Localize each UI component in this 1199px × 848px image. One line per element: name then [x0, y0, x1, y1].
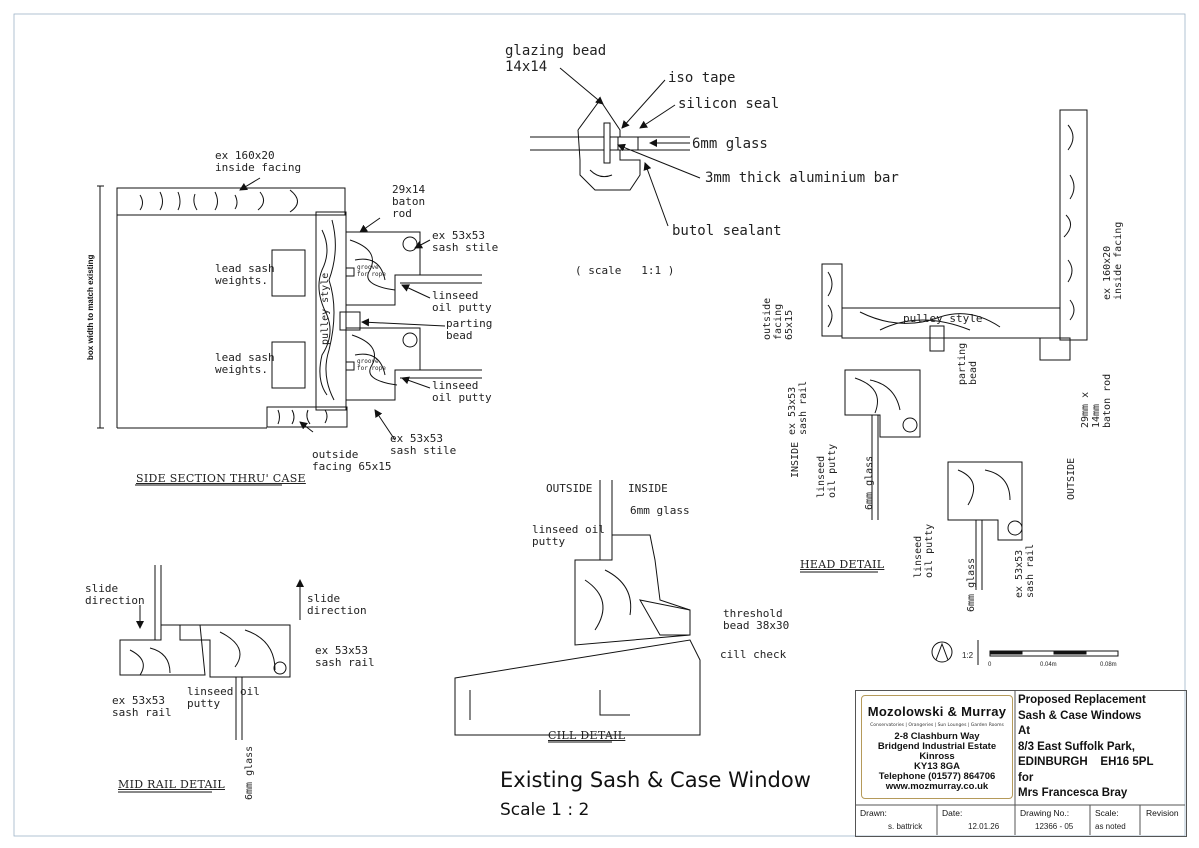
sash-stile-bottom-label: ex 53x53 sash stile	[390, 432, 457, 457]
head-outside-facing-label: outside facing 65x15	[762, 297, 795, 340]
inside-facing-label: ex 160x20 inside facing	[215, 149, 302, 174]
cill-detail	[454, 480, 701, 743]
scale-tick-1: 0.04m	[1040, 662, 1057, 668]
revision-label: Revision	[1146, 808, 1179, 818]
project-description: Proposed Replacement Sash & Case Windows…	[1018, 694, 1154, 799]
glazing-detail	[530, 67, 701, 227]
parting-bead-label: parting bead	[446, 317, 493, 342]
scale-tick-0: 0	[988, 662, 992, 668]
glazing-scale-label: ( scale 1:1 )	[575, 264, 675, 277]
head-parting-bead-label: parting bead	[957, 342, 979, 385]
drawing-title: Existing Sash & Case Window	[500, 768, 811, 792]
company-name: Mozolowski & Murray	[867, 704, 1007, 719]
drawn-value: s. battrick	[888, 822, 923, 831]
scale-cell-value: as noted	[1095, 822, 1126, 831]
sash-stile-top-label: ex 53x53 sash stile	[432, 229, 499, 254]
mid-slide-right-label: slide direction	[307, 592, 367, 617]
cill-threshold-label: threshold bead 38x30	[723, 607, 790, 632]
drawing-no-label: Drawing No.:	[1020, 808, 1070, 818]
linseed-1-label: linseed oil putty	[432, 289, 492, 314]
head-inside-label: INSIDE	[790, 441, 801, 478]
head-inside-facing-label: ex 160x20 inside facing	[1102, 221, 1124, 300]
pulley-style-label: pulley style	[320, 272, 331, 345]
side-section	[97, 177, 482, 486]
groove-2-label: groove for rope	[357, 358, 386, 372]
lead-weights-1-label: lead sash weights.	[215, 262, 275, 287]
silicon-seal-label: silicon seal	[678, 96, 780, 112]
mid-rail-detail	[118, 565, 304, 793]
head-glass-1-label: 6mm glass	[864, 455, 875, 510]
date-label: Date:	[942, 808, 963, 818]
head-sash-rail-2-label: ex 53x53 sash rail	[1014, 543, 1036, 598]
title-block	[855, 690, 1187, 837]
glazing-bead-label: glazing bead 14x14	[505, 43, 607, 75]
lead-weights-2-label: lead sash weights.	[215, 351, 275, 376]
date-value: 12.01.26	[968, 822, 1000, 831]
cill-check-label: cill check	[720, 648, 787, 661]
baton-rod-label: 29x14 baton rod	[392, 183, 426, 220]
glazing-glass-label: 6mm glass	[692, 136, 768, 152]
cill-outside-label: OUTSIDE	[546, 482, 593, 495]
head-glass-2-label: 6mm glass	[966, 557, 977, 612]
title-block-grid	[855, 690, 1185, 835]
mid-slide-left-label: slide direction	[85, 582, 145, 607]
head-sash-rail-1-label: ex 53x53 sash rail	[787, 380, 809, 435]
mid-rail-title: MID RAIL DETAIL	[118, 778, 225, 791]
mid-sash-rail-right-label: ex 53x53 sash rail	[315, 644, 375, 669]
mid-glass-label: 6mm glass	[244, 745, 255, 800]
scale-cell-label: Scale:	[1095, 808, 1119, 818]
head-detail	[800, 109, 1088, 590]
scale-bar	[931, 640, 1119, 665]
side-section-title: SIDE SECTION THRU' CASE	[136, 472, 306, 485]
cill-inside-label: INSIDE	[628, 482, 668, 495]
head-linseed-1-label: linseed oil putty	[816, 443, 838, 498]
head-baton-rod-label: 29mm x 14mm baton rod	[1080, 373, 1113, 428]
drawing-no-value: 12366 - 05	[1035, 822, 1074, 831]
butol-sealant-label: butol sealant	[672, 223, 782, 239]
aluminium-bar-label: 3mm thick aluminium bar	[705, 170, 899, 186]
groove-1-label: groove for rope	[357, 264, 386, 278]
cill-glass-label: 6mm glass	[630, 504, 690, 517]
cill-linseed-label: linseed oil putty	[532, 523, 605, 548]
iso-tape-label: iso tape	[668, 70, 736, 86]
scale-ratio-label: 1:2	[962, 651, 974, 660]
company-logo: Mozolowski & Murray Conservatories | Ora…	[861, 695, 1013, 799]
mid-linseed-label: linseed oil putty	[187, 685, 260, 710]
head-detail-title: HEAD DETAIL	[800, 558, 885, 571]
head-linseed-2-label: linseed oil putty	[913, 523, 935, 578]
scale-tick-2: 0.08m	[1100, 662, 1117, 668]
company-address: 2-8 Clashburn Way Bridgend Industrial Es…	[877, 731, 997, 792]
company-tagline: Conservatories | Orangeries | Sun Lounge…	[870, 723, 1004, 728]
cill-detail-title: CILL DETAIL	[548, 729, 626, 742]
mid-sash-rail-left-label: ex 53x53 sash rail	[112, 694, 172, 719]
drawing-scale: Scale 1 : 2	[500, 800, 590, 820]
sheet-border	[13, 13, 1186, 837]
head-outside-label: OUTSIDE	[1066, 457, 1077, 500]
box-width-label: box width to match existing	[86, 254, 95, 360]
head-pulley-style-label: pulley style	[903, 312, 983, 325]
outside-facing-label: outside facing 65x15	[312, 448, 392, 473]
drawn-label: Drawn:	[860, 808, 887, 818]
linseed-2-label: linseed oil putty	[432, 379, 492, 404]
